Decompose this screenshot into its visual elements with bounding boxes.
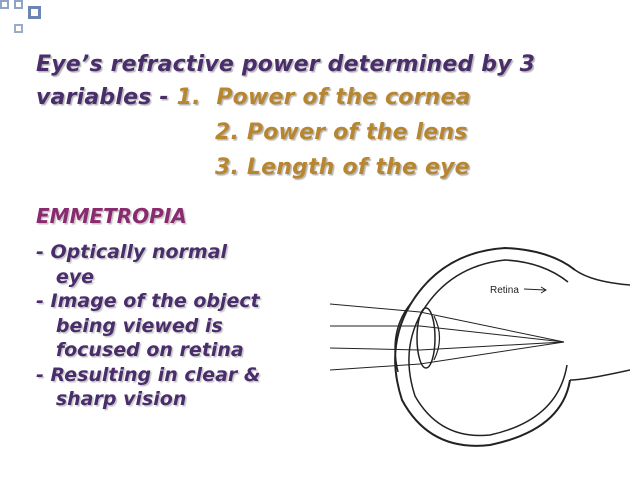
bullet-image-focused: - Image of the object being viewed is fo… (36, 290, 260, 361)
corner-decoration (0, 0, 60, 40)
title-variables-prefix: variables - (36, 85, 177, 110)
eye-outer-wall (394, 246, 576, 447)
optic-nerve-lower (569, 369, 630, 381)
ray-4-refracted (419, 341, 565, 365)
optic-nerve-upper (574, 269, 630, 286)
eye-inner-wall (408, 259, 569, 437)
section-heading: EMMETROPIA (36, 204, 187, 228)
lens (416, 307, 436, 369)
bullet-clear-vision: - Resulting in clear & sharp vision (36, 363, 261, 411)
retina-pointer-arrow (540, 286, 547, 294)
bullet-optically-normal: - Optically normal eye (36, 241, 228, 288)
retina-label: Retina (490, 285, 519, 296)
ray-1 (330, 303, 421, 313)
cornea (394, 301, 413, 373)
ray-4 (330, 363, 421, 371)
bullet-list: - Optically normal eye - Image of the ob… (36, 240, 321, 412)
ray-3 (330, 347, 421, 351)
title-line-2: variables - 1. Power of the cornea (36, 85, 471, 110)
lens-inner (433, 315, 441, 361)
ray-2-refracted (419, 325, 565, 343)
item-lens: 2. Power of the lens (215, 120, 468, 145)
retina-pointer (523, 288, 546, 291)
ray-1-refracted (419, 311, 565, 343)
title-line-1: Eye’s refractive power determined by 3 (36, 52, 536, 77)
item-length: 3. Length of the eye (215, 155, 470, 180)
light-rays (330, 303, 565, 371)
item-cornea: 1. Power of the cornea (176, 85, 471, 110)
eye-diagram: Retina (330, 246, 630, 447)
ray-3-refracted (419, 341, 565, 351)
